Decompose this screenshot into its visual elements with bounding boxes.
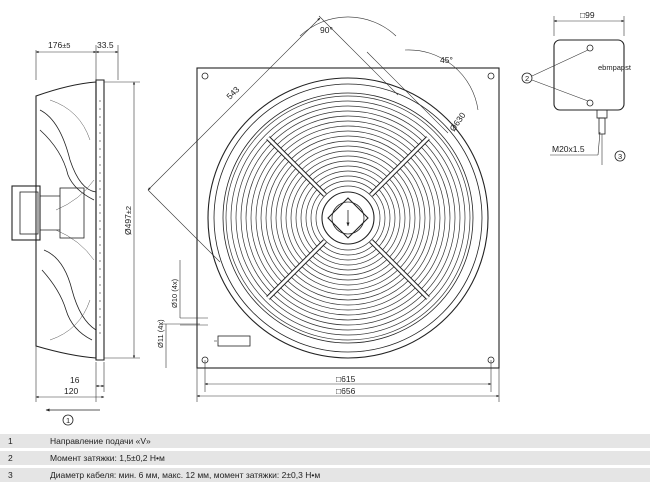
angle-90-label: 90° [320, 25, 333, 35]
grille-ring [250, 120, 446, 316]
callout-3: 3 [618, 152, 622, 161]
dim-615-label: □615 [336, 374, 356, 384]
callout-2-circle [521, 72, 533, 84]
grille-ring [305, 175, 391, 261]
grille-ring [295, 165, 401, 271]
guard-grille [225, 95, 471, 341]
dim-656-label: □656 [336, 386, 356, 396]
callout-2: 2 [525, 74, 529, 83]
terminal-box: □99 ebmpapst 2 M20x1.5 3 [521, 10, 632, 165]
callout-1: 1 [66, 416, 70, 425]
legend-num: 1 [8, 436, 13, 446]
grille-ring [290, 160, 406, 276]
legend-text: Направление подачи «V» [50, 436, 151, 446]
legend-row: 2 Момент затяжки: 1,5±0,2 Н•м [0, 451, 650, 465]
grille-ring [240, 110, 456, 326]
angle-45-label: 45° [440, 55, 453, 65]
legend-num: 2 [8, 453, 13, 463]
hole-10-label: Ø10 (4x) [170, 278, 179, 308]
grille-ring [230, 100, 466, 336]
side-flange-label: 16 [70, 375, 80, 385]
grille-ring [270, 140, 426, 296]
box-width-label: □99 [580, 10, 595, 20]
brand-label: ebmpapst [598, 63, 632, 72]
grille-ring [275, 145, 421, 291]
grille-ring [255, 125, 441, 311]
thread-label: M20x1.5 [552, 144, 585, 154]
circle-diameter-label: Ø630 [447, 110, 467, 133]
callout-3-circle [614, 150, 626, 162]
callout-1-circle [62, 414, 74, 426]
grille-ring [280, 150, 416, 286]
grille-ring [300, 170, 396, 266]
front-view: 90° 45° Ø630 543 Ø10 (4x) Ø11 (4x) □615 … [147, 15, 500, 402]
grille-ring [260, 130, 436, 306]
legend-row: 1 Направление подачи «V» [0, 434, 650, 448]
side-view: 176±5 33.5 Ø497±2 16 [11, 40, 140, 426]
hole-11-label: Ø11 (4x) [156, 319, 165, 348]
side-front-label: 33.5 [97, 40, 114, 50]
grille-ring [225, 95, 471, 341]
grille-ring [235, 105, 461, 331]
grille-ring [310, 180, 386, 256]
legend-row: 3 Диаметр кабеля: мин. 6 мм, макс. 12 мм… [0, 468, 650, 482]
side-depth-label: 176±5 [48, 40, 70, 50]
grille-ring [315, 185, 381, 251]
technical-drawing: 176±5 33.5 Ø497±2 16 [11, 10, 632, 426]
legend-table: 1 Направление подачи «V» 2 Момент затяжк… [0, 434, 650, 485]
grille-ring [245, 115, 451, 321]
legend-text: Диаметр кабеля: мин. 6 мм, макс. 12 мм, … [50, 470, 321, 480]
side-base-label: 120 [64, 386, 78, 396]
grille-ring [285, 155, 411, 281]
side-diameter-label: Ø497±2 [123, 206, 133, 235]
grille-ring [265, 135, 431, 301]
legend-num: 3 [8, 470, 13, 480]
legend-text: Момент затяжки: 1,5±0,2 Н•м [50, 453, 165, 463]
